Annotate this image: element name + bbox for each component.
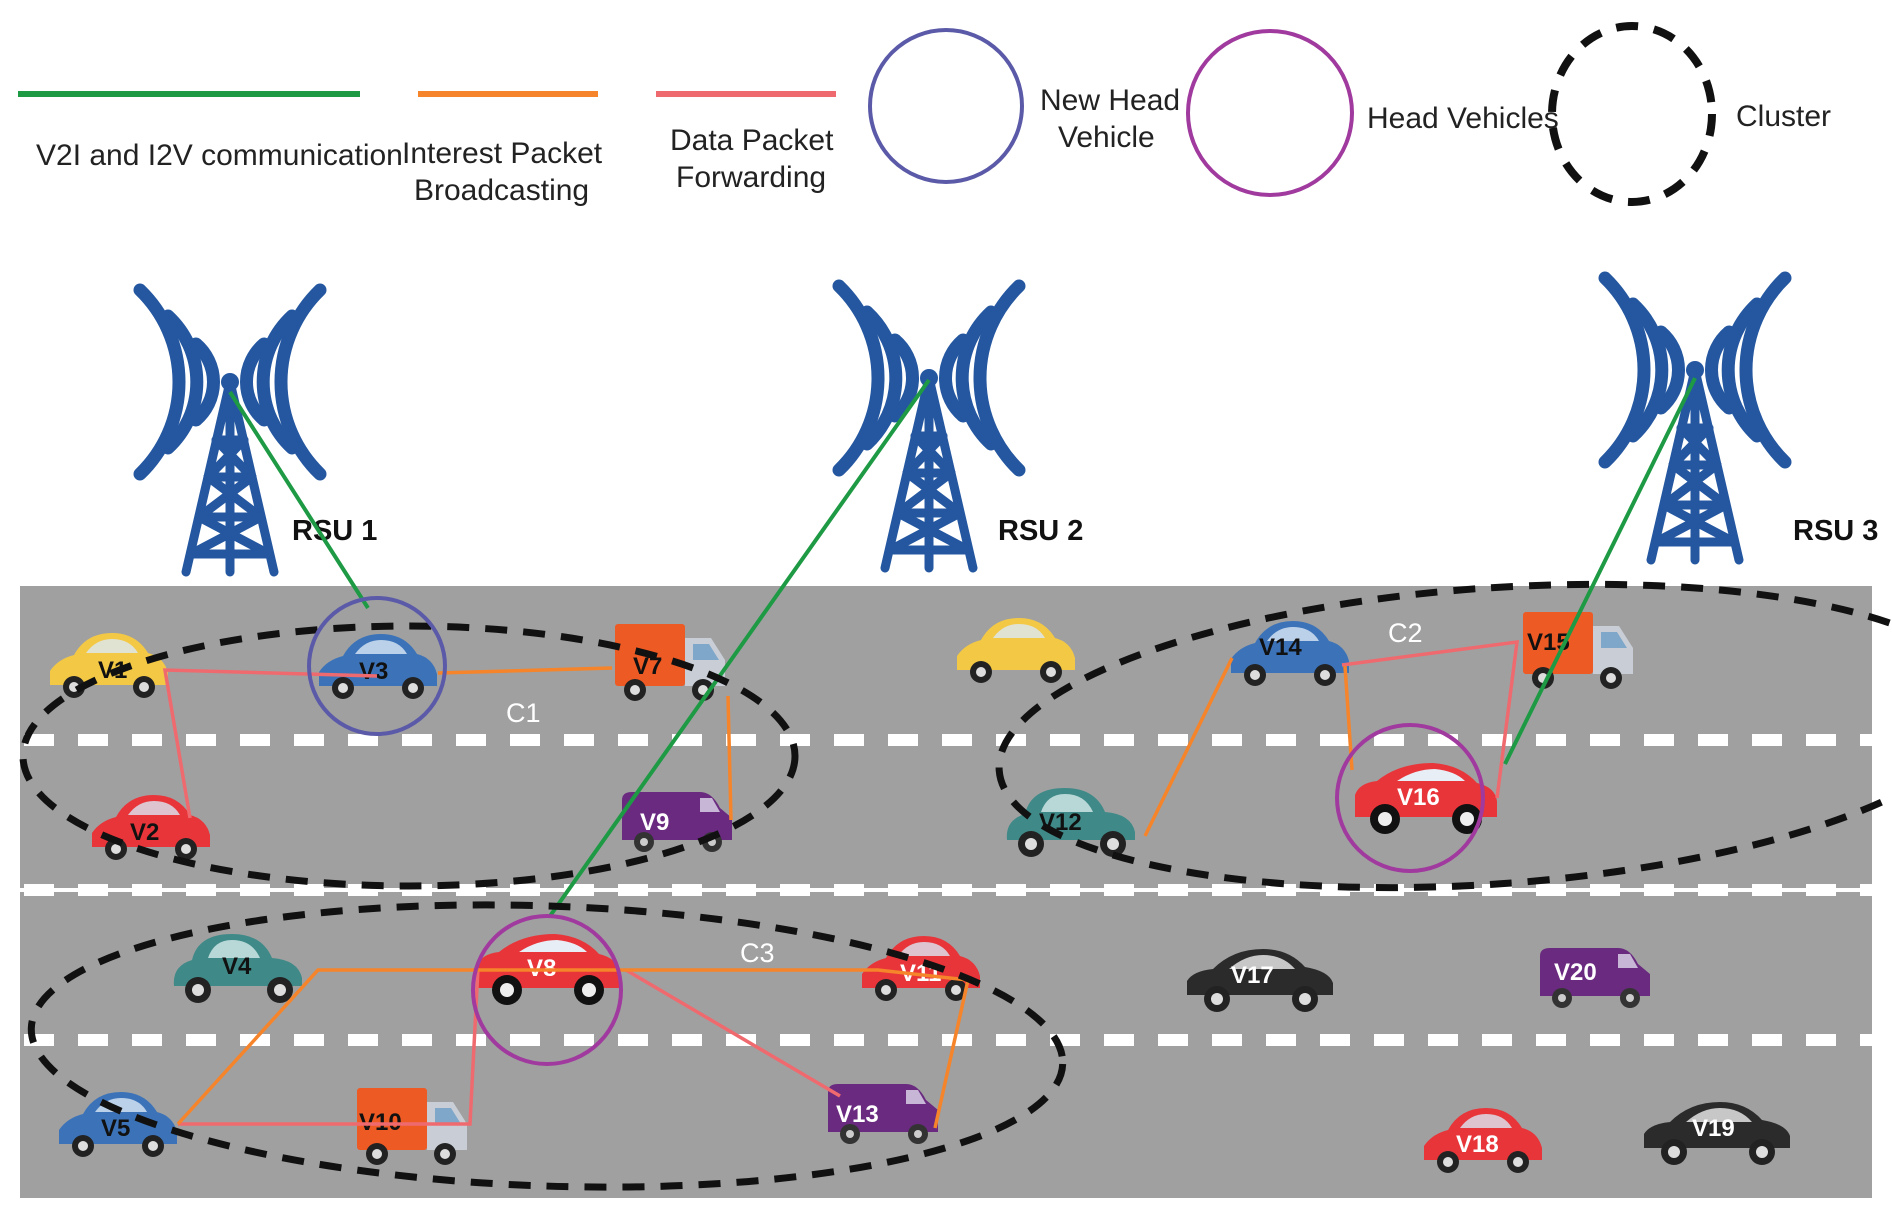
head-marker-v8 (471, 914, 623, 1066)
legend-interest-label-2: Broadcasting (414, 174, 589, 207)
vehicle-v9: V9 (622, 792, 732, 852)
vehicle-v14: V14 (1231, 621, 1349, 686)
interest-link-c2-a (1143, 657, 1234, 837)
vehicle-v7: V7 (615, 624, 725, 701)
vehicle-v20: V20 (1540, 948, 1650, 1008)
svg-text:V5: V5 (101, 1115, 130, 1142)
legend-data-label-2: Forwarding (676, 161, 826, 194)
new-head-marker-v3 (307, 596, 447, 736)
tower-icon (839, 286, 1019, 568)
interest-link-c1-b (726, 695, 733, 821)
rsu-3: RSU 3 (1605, 278, 1878, 560)
interest-link-c1 (437, 666, 613, 675)
legend-interest-label-1: Interest Packet (402, 137, 603, 170)
road (20, 586, 1872, 1198)
cluster-label-c2: C2 (1388, 618, 1423, 648)
vehicle-v17: V17 (1187, 949, 1333, 1012)
rsu-label: RSU 2 (998, 515, 1083, 547)
v2i-link-rsu1 (228, 390, 370, 610)
data-link-c1 (162, 668, 378, 819)
vehicle-v18: V18 (1424, 1108, 1542, 1173)
vehicle-v16: V16 (1355, 763, 1497, 834)
cluster-c2 (995, 580, 1892, 892)
legend-v2i-label: V2I and I2V communication (36, 139, 403, 172)
legend-new-head-label-1: New Head (1040, 84, 1180, 117)
rsu-2: RSU 2 (839, 286, 1083, 568)
v2i-links (228, 377, 1697, 918)
vehicle-v4: V4 (173, 934, 303, 1003)
vehicle-v19: V19 (1644, 1102, 1790, 1165)
svg-text:V2: V2 (130, 819, 159, 846)
legend-cluster-label: Cluster (1736, 100, 1831, 133)
svg-text:V4: V4 (222, 953, 252, 980)
data-link-c3-right (625, 968, 841, 1098)
cluster-label-c1: C1 (506, 698, 541, 728)
head-marker-v16 (1335, 723, 1485, 873)
cluster-c3 (27, 901, 1067, 1191)
rsu-1: RSU 1 (140, 290, 377, 572)
tower-icon (1605, 278, 1785, 560)
cluster-c1 (19, 622, 799, 890)
data-link-c3-left (178, 967, 480, 1126)
vehicle-v2: V2 (92, 795, 210, 860)
svg-text:V14: V14 (1259, 634, 1302, 661)
svg-text:V7: V7 (633, 653, 662, 680)
svg-text:V13: V13 (836, 1101, 879, 1128)
data-link-c2 (1341, 639, 1520, 799)
legend-head-circle (1186, 29, 1354, 197)
legend-data-label-1: Data Packet (670, 124, 834, 157)
vehicle-v13: V13 (828, 1084, 938, 1144)
svg-text:V18: V18 (1456, 1131, 1499, 1158)
vehicle-v5: V5 (59, 1092, 177, 1157)
legend-head-label: Head Vehicles (1367, 102, 1559, 135)
svg-text:V9: V9 (640, 809, 669, 836)
rsu-label: RSU 1 (292, 515, 377, 547)
rsu-label: RSU 3 (1793, 515, 1878, 547)
clusters (19, 580, 1892, 1191)
legend-new-head-label-2: Vehicle (1058, 121, 1155, 154)
vehicle-v3: V3 (319, 634, 437, 699)
v2i-link-rsu2 (548, 378, 931, 918)
v2i-link-rsu3 (1503, 377, 1697, 765)
legend-new-head-circle (868, 28, 1024, 184)
cluster-label-c3: C3 (740, 938, 775, 968)
legend-cluster-ellipse (1548, 22, 1716, 206)
svg-text:V3: V3 (359, 658, 388, 685)
legend: V2I and I2V communication Interest Packe… (18, 22, 1831, 207)
svg-text:V16: V16 (1397, 784, 1440, 811)
svg-text:V20: V20 (1554, 959, 1597, 986)
svg-text:V17: V17 (1231, 962, 1274, 989)
svg-text:V19: V19 (1692, 1115, 1735, 1142)
